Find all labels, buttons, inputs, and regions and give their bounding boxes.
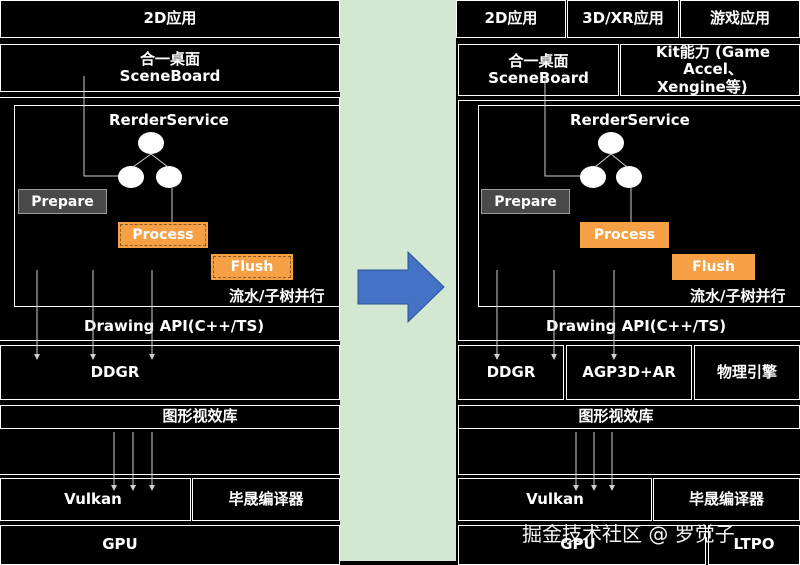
left-render-service-box	[14, 105, 340, 307]
right-render-service-box	[478, 105, 800, 307]
right-graphics-lib-box: 图形视效库	[458, 405, 800, 429]
left-process-box: Process	[118, 222, 208, 248]
left-gpu-box: GPU	[0, 525, 340, 565]
left-desktop-label-2: SceneBoard	[119, 67, 221, 85]
right-desktop-link	[544, 76, 580, 177]
left-app-2d-label: 2D应用	[143, 9, 197, 28]
right-compiler-label: 毕晟编译器	[688, 489, 764, 508]
right-app-game-label: 游戏应用	[709, 9, 770, 28]
right-app-3d-xr-box: 3D/XR应用	[567, 0, 679, 38]
right-ltpo-label: LTPO	[733, 535, 775, 554]
left-tree-edge-2	[150, 153, 169, 168]
left-graphics-lib-area	[0, 429, 340, 475]
left-drawing-api-label: Drawing API(C++/TS)	[84, 317, 265, 335]
left-desktop-link	[83, 76, 118, 177]
right-desktop-label-2: SceneBoard	[488, 69, 589, 87]
left-tree-node-root	[138, 132, 164, 154]
left-render-service-label: RerderService	[109, 111, 229, 129]
left-ddgr-label: DDGR	[90, 362, 140, 381]
right-app-2d-box: 2D应用	[456, 0, 566, 38]
right-app-3d-xr-label: 3D/XR应用	[582, 9, 664, 28]
left-graphics-lib-box: 图形视效库	[0, 405, 340, 429]
right-kit-box: Kit能力 (Game Accel、 Xengine等)	[620, 44, 800, 96]
right-app-2d-label: 2D应用	[484, 9, 538, 28]
left-desktop-box: 合一桌面 SceneBoard	[0, 44, 340, 92]
right-tree-edge-1	[594, 153, 612, 168]
right-graphics-lib-label: 图形视效库	[578, 407, 654, 426]
right-desktop-box: 合一桌面 SceneBoard	[458, 44, 619, 96]
left-vulkan-box: Vulkan	[0, 478, 191, 521]
right-gpu-label: GPU	[560, 535, 596, 554]
left-flush-box: Flush	[211, 254, 293, 280]
right-agp-label: AGP3D+AR	[582, 362, 676, 381]
left-prepare-label: Prepare	[31, 193, 94, 210]
left-vulkan-label: Vulkan	[64, 489, 122, 508]
right-tree-node-root	[598, 132, 624, 154]
left-desktop-label-1: 合一桌面	[139, 49, 200, 68]
left-app-2d-box: 2D应用	[0, 0, 340, 38]
right-tree-node-left	[580, 166, 606, 188]
right-physics-label: 物理引擎	[716, 362, 777, 381]
right-prepare-label: Prepare	[494, 193, 557, 210]
right-tree-edge-2	[610, 153, 628, 168]
right-compiler-box: 毕晟编译器	[653, 478, 800, 521]
right-desktop-label-1: 合一桌面	[508, 51, 569, 70]
right-kit-label-2: Xengine等)	[657, 77, 748, 96]
right-graphics-lib-area	[458, 429, 800, 475]
right-flush-label: Flush	[692, 259, 735, 275]
right-prepare-box: Prepare	[481, 189, 570, 214]
left-tree-edge-1	[132, 153, 152, 168]
right-pipeline-note: 流水/子树并行	[690, 287, 786, 305]
right-process-box: Process	[580, 222, 669, 248]
right-ddgr-box: DDGR	[458, 345, 564, 400]
watermark: 掘金技术社区 @ 罗觉子	[522, 522, 735, 546]
left-tree-node-right	[156, 166, 182, 188]
right-agp-box: AGP3D+AR	[566, 345, 692, 400]
left-graphics-lib-label: 图形视效库	[162, 407, 238, 426]
left-process-label: Process	[132, 227, 194, 243]
right-vulkan-box: Vulkan	[458, 478, 652, 521]
left-compiler-label: 毕晟编译器	[228, 489, 304, 508]
right-ddgr-label: DDGR	[486, 362, 536, 381]
left-compiler-box: 毕晟编译器	[192, 478, 340, 521]
left-flush-label: Flush	[230, 259, 274, 275]
left-tree-node-left	[118, 166, 144, 188]
left-ddgr-box: DDGR	[0, 345, 340, 400]
left-pipeline-note: 流水/子树并行	[229, 287, 325, 305]
right-app-game-box: 游戏应用	[680, 0, 800, 38]
right-render-service-label: RerderService	[570, 111, 690, 129]
left-prepare-box: Prepare	[18, 189, 107, 214]
right-flush-box: Flush	[672, 254, 755, 280]
right-vulkan-label: Vulkan	[526, 489, 584, 508]
right-physics-box: 物理引擎	[694, 345, 800, 400]
right-render-outer-box	[458, 100, 800, 341]
right-tree-node-right	[616, 166, 642, 188]
left-gpu-label: GPU	[102, 535, 138, 554]
right-drawing-api-label: Drawing API(C++/TS)	[546, 317, 727, 335]
right-process-label: Process	[593, 227, 656, 243]
right-kit-label-1: Kit能力 (Game Accel、	[655, 43, 771, 79]
